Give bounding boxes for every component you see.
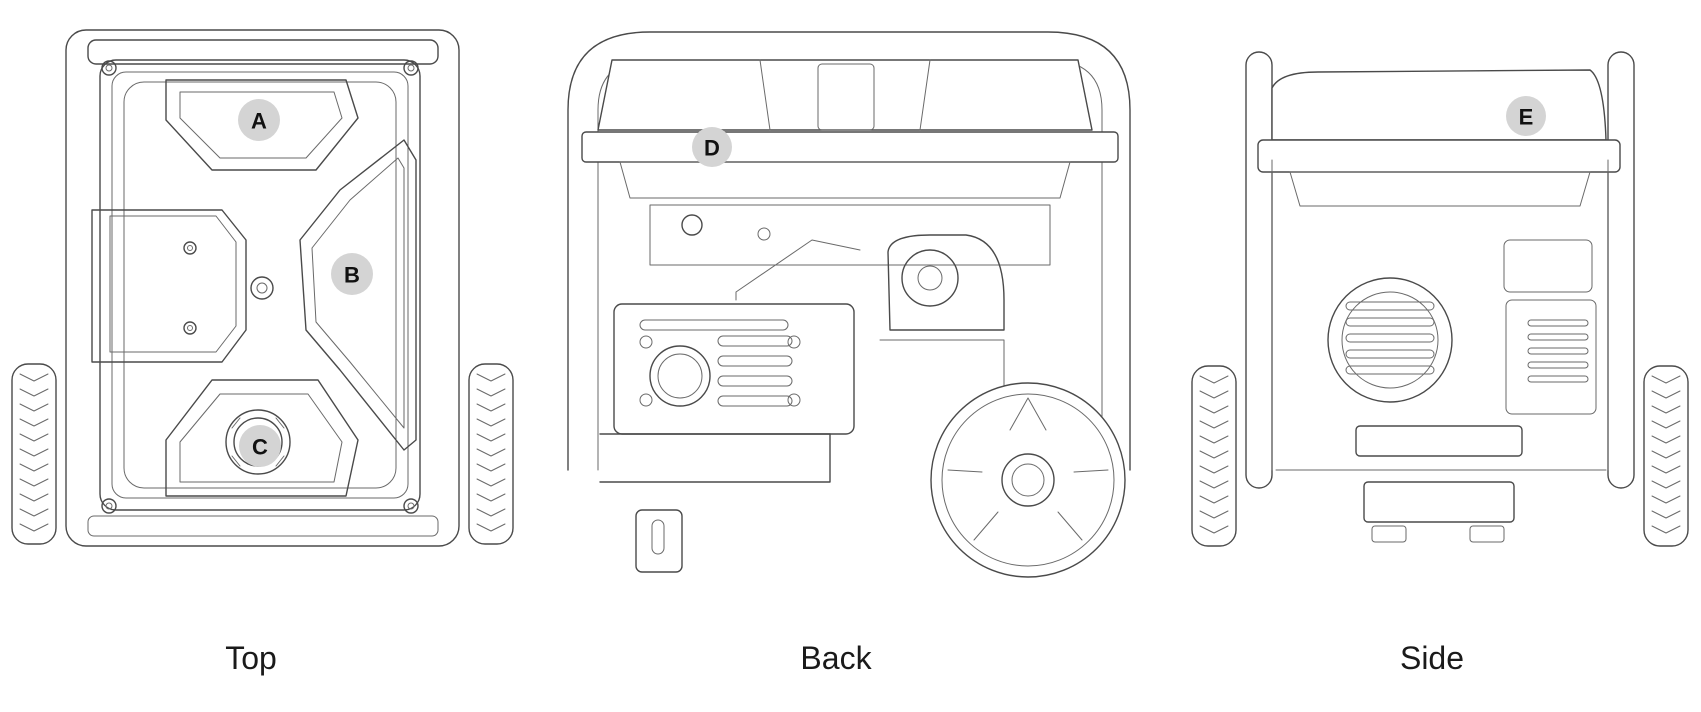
tire-tread	[476, 523, 506, 532]
tire-tread	[1651, 435, 1681, 444]
tire-tread	[1651, 525, 1681, 534]
tire-tread	[476, 493, 506, 502]
marker-c: C	[239, 425, 281, 467]
frame	[567, 31, 1131, 471]
muffler	[613, 303, 855, 435]
tire-tread	[476, 508, 506, 517]
tire-tread	[1651, 420, 1681, 429]
tire-tread	[1199, 510, 1229, 519]
tire-tread	[1199, 420, 1229, 429]
frame	[65, 29, 460, 547]
marker-e: E	[1506, 96, 1546, 136]
tire-tread	[476, 418, 506, 427]
tire-tread	[476, 463, 506, 472]
tire-tread	[1199, 390, 1229, 399]
tire-tread	[476, 478, 506, 487]
tire-tread	[1199, 405, 1229, 414]
marker-d: D	[692, 127, 732, 167]
tire-tread	[1651, 375, 1681, 384]
tire-tread	[19, 403, 49, 412]
tire-tread	[1651, 405, 1681, 414]
tire-tread	[19, 418, 49, 427]
tire-tread	[1651, 450, 1681, 459]
tire-tread	[19, 433, 49, 442]
back-view-caption: Back	[800, 640, 872, 676]
marker-b: B	[331, 253, 373, 295]
marker-b-label: B	[344, 263, 360, 288]
tire-tread	[19, 373, 49, 382]
marker-a-label: A	[251, 109, 267, 134]
tire-tread	[1651, 495, 1681, 504]
tire-tread	[1651, 390, 1681, 399]
left-wheel	[1191, 365, 1237, 547]
tire-tread	[1651, 480, 1681, 489]
right-wheel	[1643, 365, 1689, 547]
tire-tread	[476, 433, 506, 442]
tire-tread	[1651, 465, 1681, 474]
fuel-tank	[1271, 69, 1607, 141]
tire-tread	[1199, 480, 1229, 489]
tire-tread	[476, 388, 506, 397]
tire-tread	[1199, 525, 1229, 534]
right-wheel	[468, 363, 514, 545]
back-view-diagram: D	[567, 31, 1131, 578]
top-view-diagram: A B C	[11, 29, 514, 547]
marker-d-label: D	[704, 136, 720, 161]
marker-e-label: E	[1519, 105, 1534, 130]
marker-c-label: C	[252, 435, 268, 460]
tire-tread	[476, 448, 506, 457]
tire-tread	[476, 373, 506, 382]
tire-tread	[1651, 510, 1681, 519]
tire-tread	[19, 448, 49, 457]
fuel-tank	[597, 59, 1093, 131]
left-wheel	[11, 363, 57, 545]
top-view-caption: Top	[225, 640, 277, 676]
tire-tread	[476, 403, 506, 412]
side-view-caption: Side	[1399, 640, 1465, 676]
foot	[635, 509, 683, 573]
tire-tread	[1199, 465, 1229, 474]
tire-tread	[19, 493, 49, 502]
tire-tread	[1199, 375, 1229, 384]
tire-tread	[19, 388, 49, 397]
fuel-tank	[99, 59, 421, 511]
tire-tread	[1199, 495, 1229, 504]
tire-tread	[19, 508, 49, 517]
tire-tread	[1199, 435, 1229, 444]
tire-tread	[19, 463, 49, 472]
wheel	[930, 382, 1126, 578]
tire-tread	[1199, 450, 1229, 459]
marker-a: A	[238, 99, 280, 141]
side-view-diagram: E	[1191, 51, 1689, 547]
tire-tread	[19, 478, 49, 487]
frame	[1245, 51, 1273, 489]
engine	[1327, 239, 1597, 415]
engine	[735, 234, 1005, 331]
tire-tread	[19, 523, 49, 532]
